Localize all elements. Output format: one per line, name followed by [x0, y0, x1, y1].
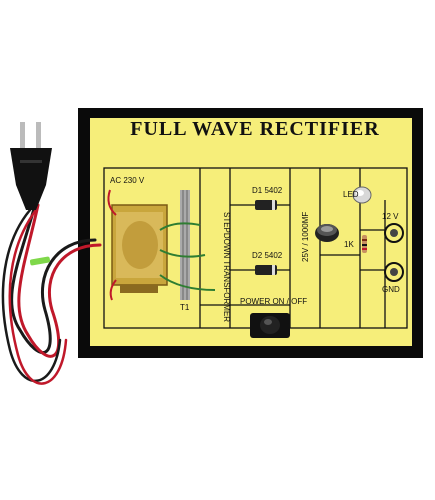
- terminal-12v: [384, 223, 404, 243]
- diode-d2: [255, 265, 277, 275]
- board-title: FULL WAVE RECTIFIER: [130, 118, 380, 140]
- led: [352, 186, 372, 204]
- transformer-body: [111, 204, 168, 293]
- output-12v-label: 12 V: [382, 212, 399, 221]
- diode2-label: D2 5402: [252, 251, 283, 260]
- power-switch-label: POWER ON / OFF: [240, 297, 308, 306]
- cable-tie: [29, 256, 51, 266]
- ac-input-label: AC 230 V: [110, 176, 145, 185]
- power-switch: [250, 313, 290, 338]
- diode1-label: D1 5402: [252, 186, 283, 195]
- resistor: [362, 235, 367, 253]
- output-gnd-label: GND: [382, 285, 400, 294]
- transformer-label: STEPDOWN TRANSFORMER: [222, 212, 231, 323]
- transformer-id-label: T1: [180, 303, 190, 312]
- diode-d1: [255, 200, 277, 210]
- transformer-leads: [107, 189, 216, 301]
- capacitor-label: 25V / 1000MF: [301, 211, 310, 262]
- resistor-label: 1K: [344, 240, 354, 249]
- mains-plug: [10, 122, 52, 210]
- led-label: LED: [343, 190, 359, 199]
- terminal-gnd: [384, 262, 404, 282]
- power-cord: [1, 203, 102, 385]
- capacitor: [315, 224, 339, 242]
- transformer-core: [180, 190, 190, 300]
